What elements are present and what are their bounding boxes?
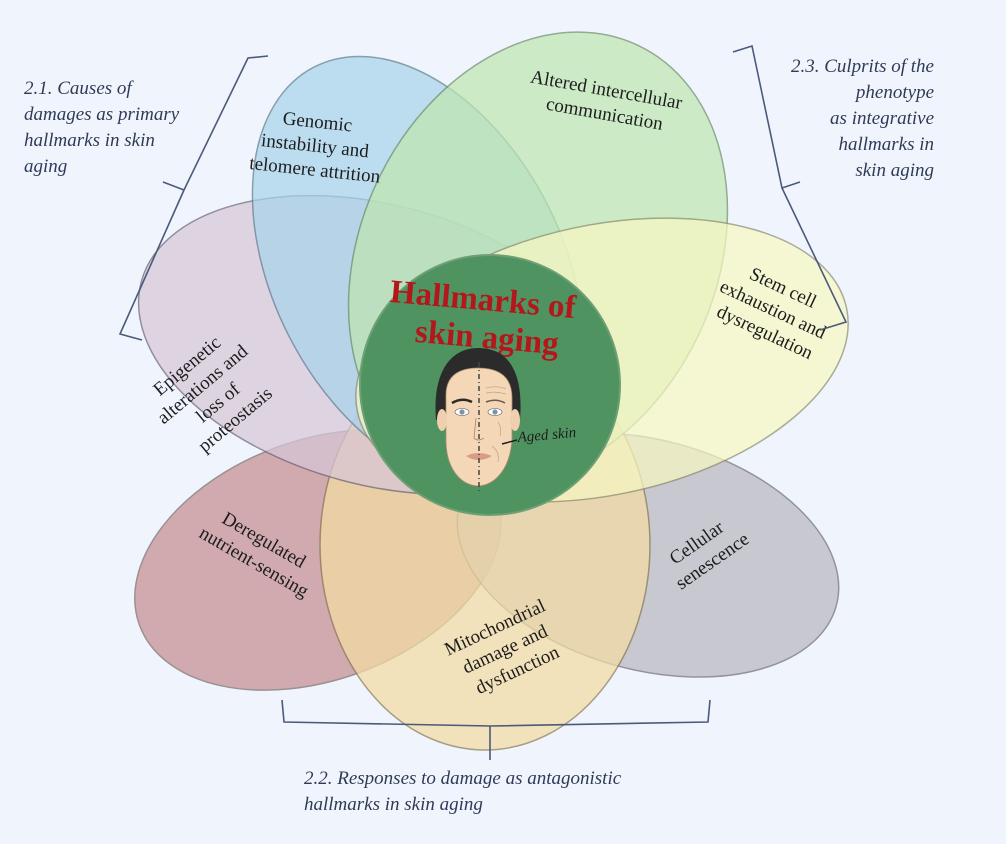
- brace-antagonistic: [281, 699, 711, 760]
- primary-line3: hallmarks in skin: [24, 130, 155, 151]
- integrative-line3: as integrative: [830, 108, 934, 129]
- integrative-line1: 2.3. Culprits of the: [790, 56, 934, 77]
- integrative-line5: skin aging: [855, 160, 934, 181]
- hair-icon: [435, 348, 521, 420]
- group-label-integrative: 2.3. Culprits of the phenotype as integr…: [760, 54, 934, 184]
- group-label-primary: 2.1. Causes of damages as primary hallma…: [24, 76, 179, 180]
- right-eyebrow: [485, 399, 506, 404]
- integrative-line4: hallmarks in: [838, 134, 934, 155]
- primary-line2: damages as primary: [24, 104, 180, 125]
- group-label-antagonistic: 2.2. Responses to damage as antagonistic…: [304, 766, 621, 818]
- lips: [466, 453, 492, 460]
- antagonistic-line2: hallmarks in skin aging: [304, 794, 483, 815]
- face-illustration: Aged skin: [435, 348, 577, 492]
- right-iris: [492, 409, 498, 415]
- aged-skin-label: Aged skin: [516, 425, 577, 446]
- primary-line1: 2.1. Causes of: [24, 78, 132, 99]
- wrinkles: [485, 386, 507, 463]
- left-iris: [459, 409, 465, 415]
- brace-primary: [118, 55, 269, 341]
- brace-integrative: [732, 44, 848, 331]
- primary-line4: aging: [24, 156, 68, 177]
- integrative-line2: phenotype: [855, 82, 934, 103]
- left-eyebrow: [451, 398, 473, 405]
- nose: [473, 417, 485, 441]
- aged-skin-pointer: [501, 439, 518, 445]
- right-ear: [510, 409, 520, 431]
- group-braces: [118, 44, 848, 760]
- left-ear: [437, 409, 447, 431]
- antagonistic-line1: 2.2. Responses to damage as antagonistic: [304, 768, 622, 789]
